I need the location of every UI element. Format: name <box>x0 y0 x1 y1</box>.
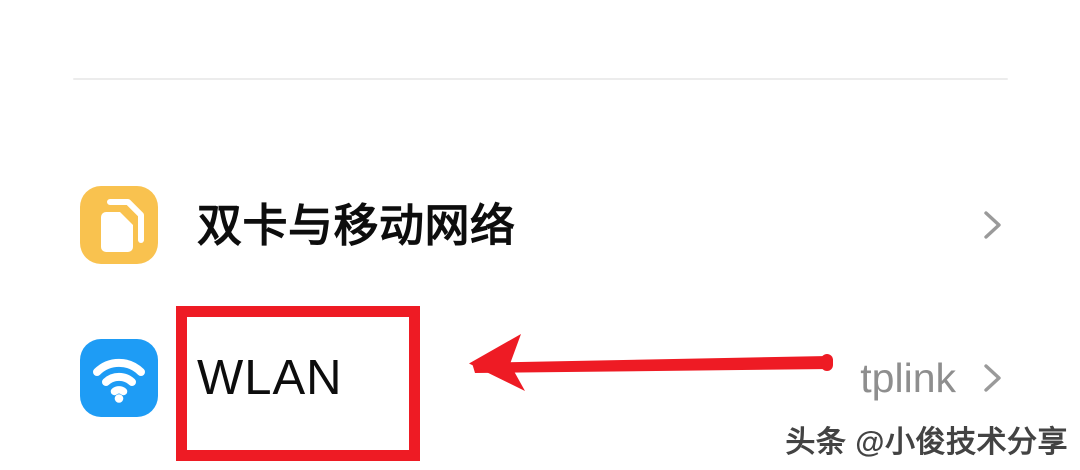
settings-row-dual-sim[interactable]: 双卡与移动网络 <box>80 185 1010 265</box>
settings-row-right: tplink <box>860 354 1010 401</box>
sim-card-icon <box>80 186 158 264</box>
wifi-icon <box>80 339 158 417</box>
settings-row-right <box>956 207 1010 243</box>
chevron-right-icon[interactable] <box>974 207 1010 243</box>
top-divider <box>73 78 1008 80</box>
settings-row-label: 双卡与移动网络 <box>197 199 516 251</box>
watermark-text: 头条 @小俊技术分享 <box>785 426 1068 459</box>
settings-row-wlan[interactable]: WLAN tplink <box>80 338 1010 418</box>
settings-row-label: WLAN <box>197 350 343 405</box>
settings-row-value: tplink <box>860 354 956 401</box>
chevron-right-icon[interactable] <box>974 360 1010 396</box>
